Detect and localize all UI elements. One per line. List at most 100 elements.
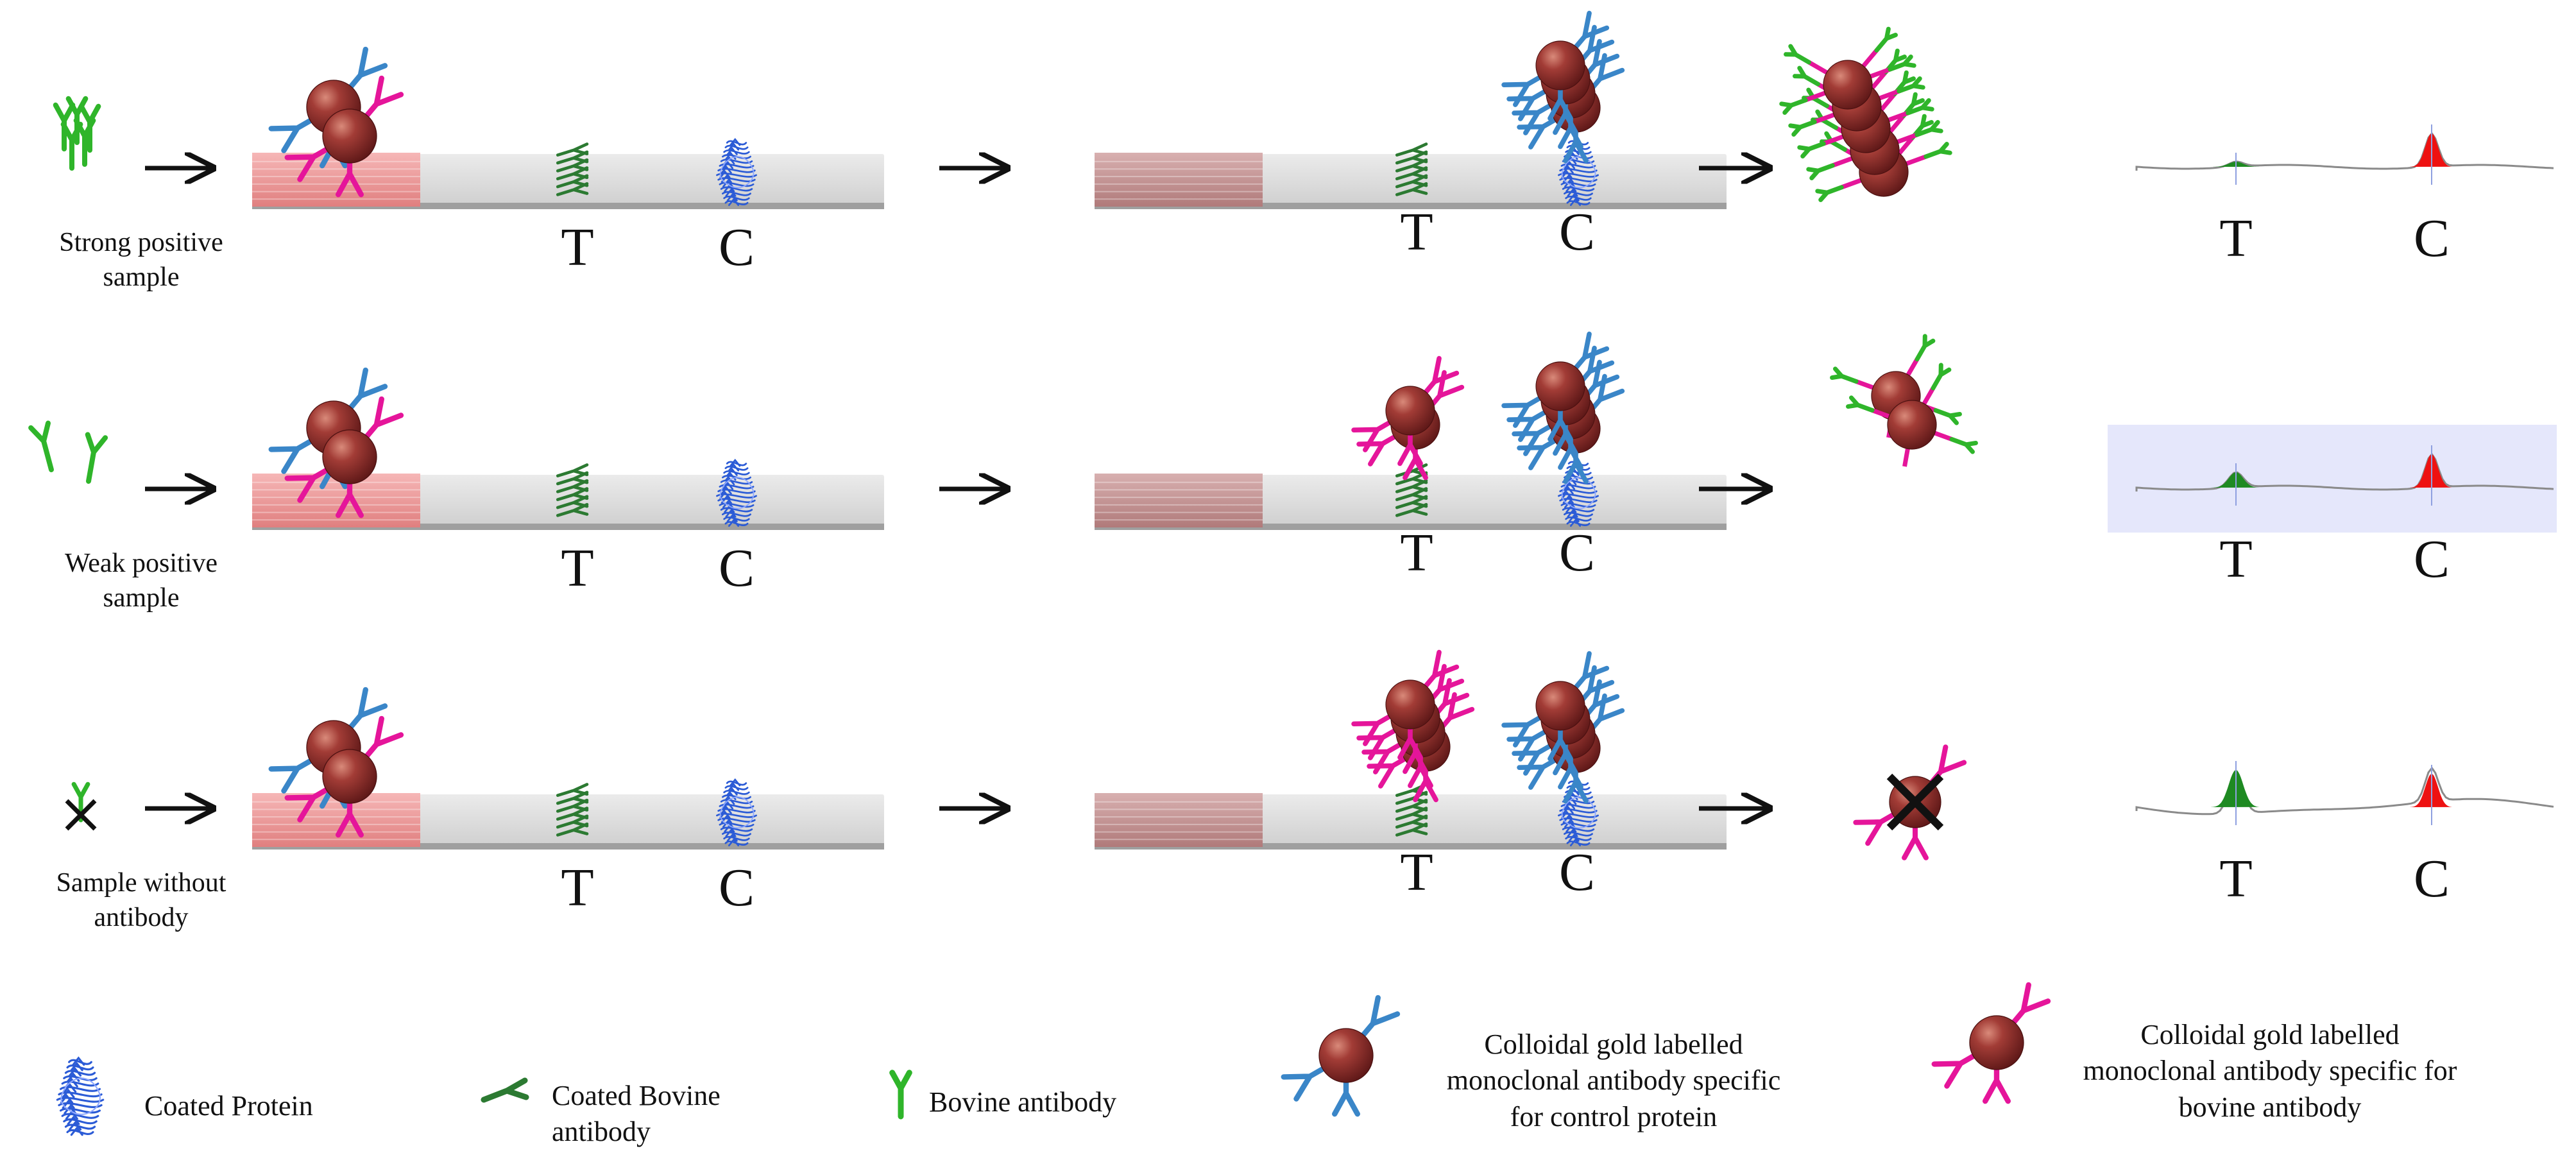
test-line-label: T: [561, 538, 594, 598]
gold-particle: [1887, 400, 1937, 450]
test-line-bound-conjugates: [1351, 355, 1465, 481]
legend-coated-protein-label: Coated Protein: [144, 1090, 313, 1122]
control-line-bound-conjugates: [1501, 10, 1625, 164]
control-line-label: C: [718, 538, 755, 598]
signal-trace: [2135, 124, 2554, 185]
control-line-bound-conjugates: [1501, 331, 1625, 484]
bound-bovine-antibody: [1784, 44, 1811, 65]
bound-bovine-antibody: [1897, 76, 1925, 94]
strip-edge: [1095, 843, 1727, 850]
gold-particle: [1535, 681, 1585, 731]
sample-icon: [65, 782, 97, 831]
legend-bovine-antibody-label: Bovine antibody: [929, 1086, 1117, 1118]
gold-particle: [322, 429, 377, 484]
bound-bovine-antibody: [1815, 185, 1844, 202]
row-label: Strong positive sample: [59, 228, 223, 292]
gold-particle: [1535, 361, 1585, 411]
sample-pad: [252, 474, 420, 527]
control-line-coated-protein: [716, 458, 757, 527]
gold-particle: [1969, 1015, 2024, 1070]
strip-edge: [252, 524, 884, 530]
legend-coated-protein-icon: [56, 1056, 105, 1136]
strip-edge: [252, 843, 884, 850]
strip-edge: [1095, 203, 1727, 209]
bound-bovine-antibody: [1788, 119, 1817, 137]
control-conjugate: [1501, 651, 1610, 762]
test-line-coated-antibody: [556, 783, 589, 837]
bound-bovine-antibody: [1931, 363, 1952, 391]
test-line-coated-antibody: [556, 463, 589, 517]
absent-cross-icon: [65, 799, 97, 831]
control-line-label: C: [718, 858, 755, 918]
bound-bovine-antibody: [1906, 98, 1934, 115]
signal-baseline: [2135, 452, 2554, 491]
bound-bovine-antibody: [1830, 366, 1859, 384]
bound-bovine-antibody: [1933, 408, 1962, 425]
trace-test-label: T: [2219, 849, 2253, 909]
control-line-bound-conjugates: [1501, 651, 1625, 804]
test-line-label: T: [1400, 842, 1433, 902]
free-complex: [1830, 334, 1978, 467]
bound-bovine-antibody: [1874, 26, 1898, 53]
sample-pad: [1095, 793, 1263, 847]
test-strip-before: [252, 793, 884, 850]
row-label: Sample without antibody: [56, 868, 226, 932]
bovine-antibody-icon: [28, 420, 54, 472]
bovine-conjugate: [1351, 355, 1460, 466]
bound-bovine-antibody: [1797, 141, 1826, 158]
conjugate-cluster: [268, 46, 404, 198]
control-line-label: C: [1558, 523, 1596, 583]
signal-trace: [2108, 425, 2557, 533]
trace-test-label: T: [2219, 529, 2253, 589]
bovine-conjugate: [284, 715, 404, 838]
control-line-label: C: [1558, 842, 1596, 902]
strip-edge: [1095, 524, 1727, 530]
trace-control-label: C: [2413, 849, 2450, 909]
legend-bovine-conjugate-label: Colloidal gold labelled monoclonal antib…: [2083, 1019, 2457, 1123]
legend-bovine-conjugate-icon: [1931, 982, 2051, 1104]
test-line-label: T: [561, 858, 594, 918]
gold-particle: [322, 108, 377, 164]
bound-bovine-antibody: [1949, 437, 1978, 454]
trace-highlight-panel: [2108, 425, 2557, 533]
bound-bovine-antibody: [1806, 163, 1835, 180]
sample-icon: [53, 96, 101, 171]
bovine-antibody-icon: [73, 117, 96, 167]
legend-bovine-antibody-icon: [889, 1070, 912, 1120]
test-line-label: T: [1400, 523, 1433, 583]
row-none: [65, 649, 2554, 860]
test-line-label: T: [561, 218, 594, 277]
trace-control-label: C: [2413, 209, 2450, 268]
sample-icon: [28, 420, 108, 484]
strip-edge: [252, 203, 884, 209]
control-conjugate: [1501, 331, 1610, 442]
legend: [56, 982, 2051, 1136]
free-complex: [1779, 26, 1952, 202]
signal-baseline: [2135, 132, 2554, 171]
row-strong: [53, 10, 2554, 209]
legend-control-conjugate-icon: [1281, 995, 1401, 1117]
bovine-conjugate: [1351, 649, 1460, 760]
bound-bovine-antibody: [1923, 142, 1952, 159]
bovine-conjugate: [284, 396, 404, 518]
gold-particle: [1823, 60, 1873, 110]
control-line-label: C: [718, 218, 755, 277]
bound-bovine-antibody: [1779, 98, 1808, 115]
test-line-label: T: [1400, 202, 1433, 262]
conjugate-cluster: [268, 367, 404, 518]
conjugate-cluster: [268, 687, 404, 838]
no-binding-cross-icon: [1886, 773, 1944, 831]
bound-bovine-antibody: [1793, 65, 1820, 87]
sample-pad: [252, 153, 420, 207]
legend-control-conjugate-label: Colloidal gold labelled monoclonal antib…: [1446, 1029, 1781, 1132]
bound-bovine-antibody: [1915, 120, 1943, 137]
gold-particle: [1318, 1028, 1374, 1083]
gold-particle: [322, 749, 377, 804]
control-line-coated-protein: [716, 137, 757, 207]
control-line-coated-protein: [716, 778, 757, 847]
signal-baseline: [2135, 766, 2554, 816]
trace-test-label: T: [2219, 209, 2253, 268]
bound-bovine-antibody: [1846, 395, 1875, 413]
control-line-label: C: [1558, 202, 1596, 262]
